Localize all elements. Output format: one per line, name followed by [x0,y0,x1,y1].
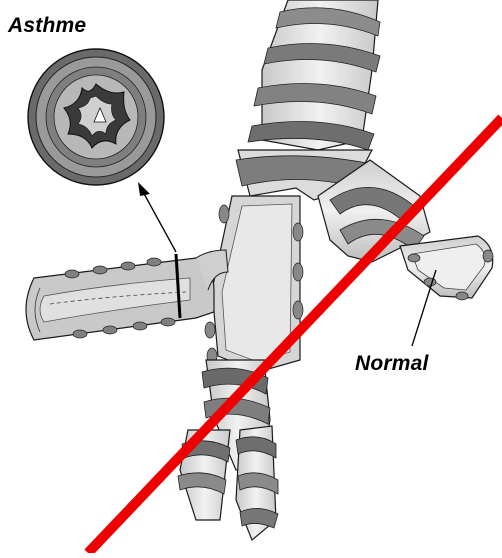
asthma-cartilage-7 [133,322,147,330]
left-cartilage-1 [219,205,229,223]
asthma-cartilage-1 [65,270,79,278]
label-normal: Normal [355,352,429,376]
asthma-cartilage-8 [161,318,175,326]
left-cartilage-3 [293,263,303,281]
trachea [248,0,380,150]
left-cartilage-5 [205,322,215,338]
cross-section-icon [28,49,164,185]
asthma-cartilage-4 [147,258,161,266]
asthma-cartilage-3 [121,262,135,270]
asthma-cartilage-5 [73,330,87,338]
normal-cartilage-1 [408,254,420,262]
asthma-cartilage-2 [93,266,107,274]
normal-cartilage-4 [483,250,493,262]
asthma-cartilage-6 [103,326,117,334]
arrow-shaft [142,190,176,252]
normal-cartilage-2 [424,278,436,286]
label-asthme: Asthme [8,14,86,38]
pointer-arrow-icon [138,182,176,252]
lower-bronchi [178,360,278,540]
normal-bronchus [400,236,493,300]
left-cartilage-4 [293,301,303,319]
left-cartilage-2 [293,223,303,241]
asthma-bronchus [26,250,228,340]
arrow-head [138,182,150,196]
normal-cartilage-3 [456,292,468,300]
